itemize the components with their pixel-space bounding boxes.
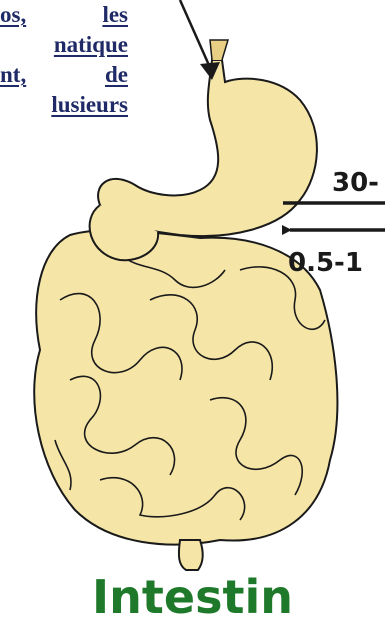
esophagus xyxy=(210,40,228,60)
value-label-bottom: 0.5-1 xyxy=(288,248,363,278)
rectum xyxy=(179,540,203,570)
intestine-caption: Intestin xyxy=(0,570,385,624)
value-label-top: 30- xyxy=(332,168,379,198)
stomach xyxy=(98,60,317,236)
esophagus-arrow xyxy=(180,0,212,72)
